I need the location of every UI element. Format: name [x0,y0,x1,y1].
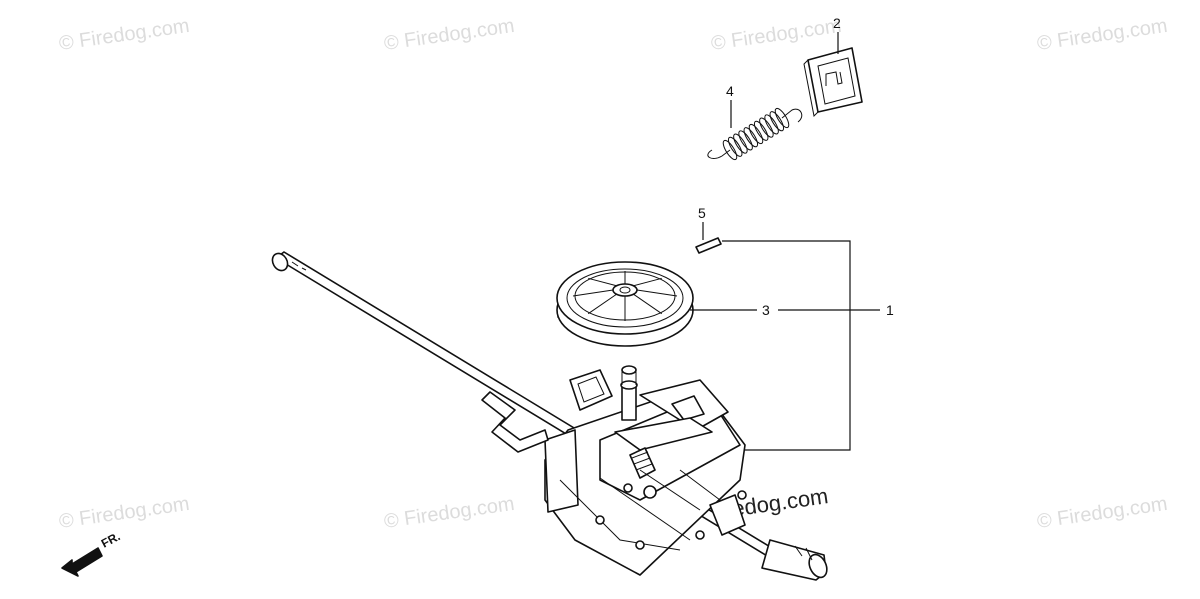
spring-coil [727,136,743,157]
spring-coil [722,139,738,161]
spring-part [707,107,803,161]
front-label: FR. [99,529,123,550]
watermark-2: © Firedog.com [383,15,516,55]
callout-4: 4 [726,83,734,99]
pulley-spoke [636,289,678,297]
pulley-spoke [572,289,614,297]
spring-coil [748,123,764,145]
watermark-3: © Firedog.com [710,15,843,55]
spring-coil [764,114,779,135]
watermark-1: © Firedog.com [58,15,191,55]
axle-shaft [271,251,828,581]
callout-2: 2 [833,15,841,31]
pulley-spoke [588,277,617,287]
transmission-housing [544,365,747,576]
spring-coil [733,133,748,154]
watermark-6: © Firedog.com [383,493,516,533]
pulley-spoke [633,277,662,287]
clip-part [803,47,863,118]
watermark-7: © Firedog.com [1036,493,1169,533]
pulley-spoke [587,293,617,315]
callout-3: 3 [762,302,770,318]
pin-part [695,237,722,254]
spring-coil [743,127,759,148]
callout-5: 5 [698,205,706,221]
pulley-spoke [633,293,663,315]
spring-coil [769,111,785,132]
front-arrow-icon [61,547,103,577]
spring-coil [753,120,769,141]
callout-1: 1 [886,302,894,318]
watermark-4: © Firedog.com [1036,15,1169,55]
shift-rod [481,391,549,453]
spring-coil [738,130,753,151]
watermark-5: © Firedog.com [58,493,191,533]
spring-coil [759,117,774,138]
bracket-1 [722,240,851,451]
spring-coil [774,107,790,129]
pulley-part [556,261,694,347]
